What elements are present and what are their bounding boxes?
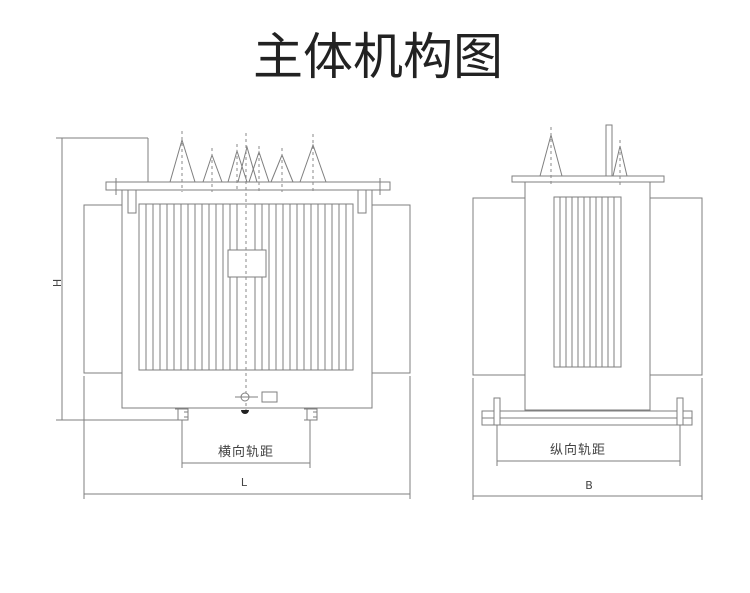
length-label: L — [241, 476, 248, 489]
transverse-gauge-dimension-line — [181, 420, 311, 468]
front-view: H 横向轨距 L — [51, 131, 411, 499]
front-lifting-lug-left — [127, 189, 137, 214]
front-lifting-lug-right — [357, 189, 367, 214]
front-bushing-7 — [299, 143, 327, 183]
front-drain-plug — [241, 410, 249, 414]
height-label: H — [51, 279, 64, 287]
transverse-gauge-label: 横向轨距 — [218, 444, 274, 460]
length-dimension-line — [83, 376, 411, 499]
side-wheel-left — [493, 397, 501, 426]
side-fin-panel — [553, 196, 622, 368]
side-tank-body — [524, 181, 651, 411]
longitudinal-gauge-dimension-line — [496, 425, 681, 466]
front-cover-bolts — [115, 178, 381, 195]
longitudinal-gauge-label: 纵向轨距 — [550, 442, 606, 458]
side-rod — [605, 124, 613, 177]
side-radiator-fins — [559, 197, 615, 367]
front-bushing-centerlines — [181, 131, 314, 192]
width-dimension-line — [472, 378, 703, 500]
height-dimension-line — [56, 137, 178, 421]
side-wheel-right — [676, 397, 684, 426]
front-valve-box — [261, 391, 278, 403]
front-bushing-4 — [237, 145, 258, 183]
page-title: 主体机构图 — [253, 28, 503, 86]
front-wheel-right — [304, 408, 318, 421]
front-wheel-left — [175, 408, 189, 421]
width-label: B — [585, 479, 593, 492]
side-view: 纵向轨距 B — [472, 124, 703, 500]
side-top-cover — [511, 175, 665, 183]
front-top-cover — [105, 181, 391, 191]
front-nameplate — [227, 249, 267, 278]
front-bushing-3 — [227, 149, 248, 183]
front-radiator-fins — [145, 204, 347, 370]
